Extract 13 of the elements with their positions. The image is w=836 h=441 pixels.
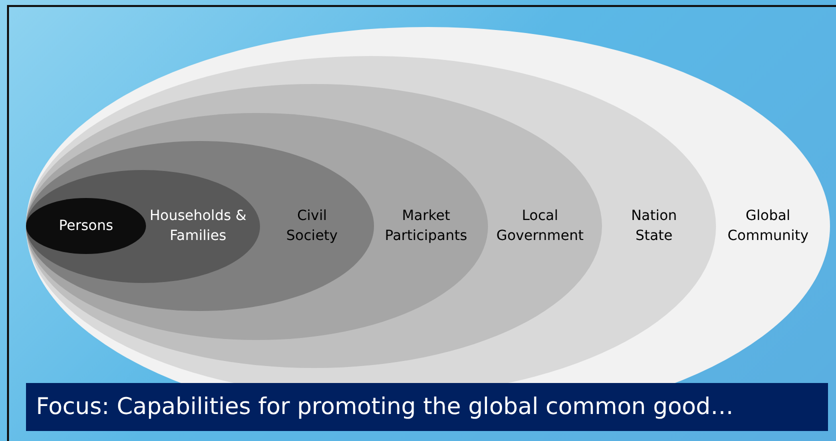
- nested-ellipse: [26, 141, 374, 311]
- ellipse-label: Market Participants: [384, 207, 468, 246]
- ellipse-label: Nation State: [630, 207, 678, 246]
- nested-ellipse: [26, 112, 488, 340]
- ellipse-label: Civil Society: [285, 207, 339, 246]
- ellipse-label: Households & Families: [148, 207, 248, 246]
- caption-banner: Focus: Capabilities for promoting the global common good…: [26, 383, 828, 431]
- nested-ellipse: [26, 84, 602, 368]
- ellipse-label: Local Government: [495, 207, 585, 246]
- nested-ellipse: [26, 198, 146, 254]
- ellipse-label: Persons: [58, 217, 114, 236]
- ellipse-label: Global Community: [726, 207, 810, 246]
- nested-ellipse: [26, 170, 260, 282]
